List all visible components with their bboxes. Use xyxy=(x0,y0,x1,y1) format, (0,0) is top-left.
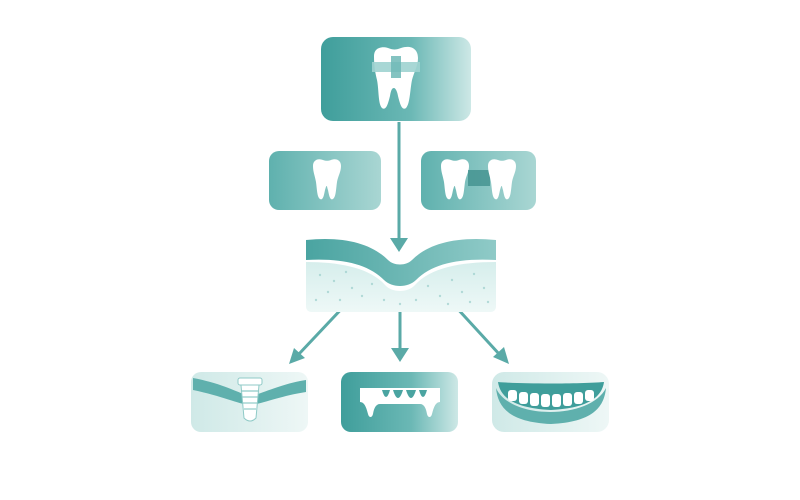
node-implant xyxy=(191,372,308,432)
node-bridge xyxy=(341,372,458,432)
node-denture xyxy=(492,372,609,432)
tooth-gap-icon xyxy=(441,159,516,200)
tooth-icon xyxy=(313,159,341,200)
node-missing-tooth-gap xyxy=(421,151,536,210)
full-denture-icon xyxy=(496,382,606,424)
arrow-bone-to-bridge-head xyxy=(391,348,409,362)
dental-implant-icon xyxy=(193,377,306,422)
node-jaw-bone xyxy=(306,238,496,312)
tooth-crown-icon xyxy=(372,46,420,109)
gum-bone-cross-section-icon xyxy=(306,238,496,312)
dental-bridge-icon xyxy=(360,388,440,417)
node-single-tooth xyxy=(269,151,381,210)
arrow-bone-to-denture-head xyxy=(493,347,509,364)
arrow-bone-to-implant-head xyxy=(289,348,305,364)
node-crown xyxy=(321,37,471,121)
arrow-crown-to-bone-head xyxy=(390,238,408,252)
